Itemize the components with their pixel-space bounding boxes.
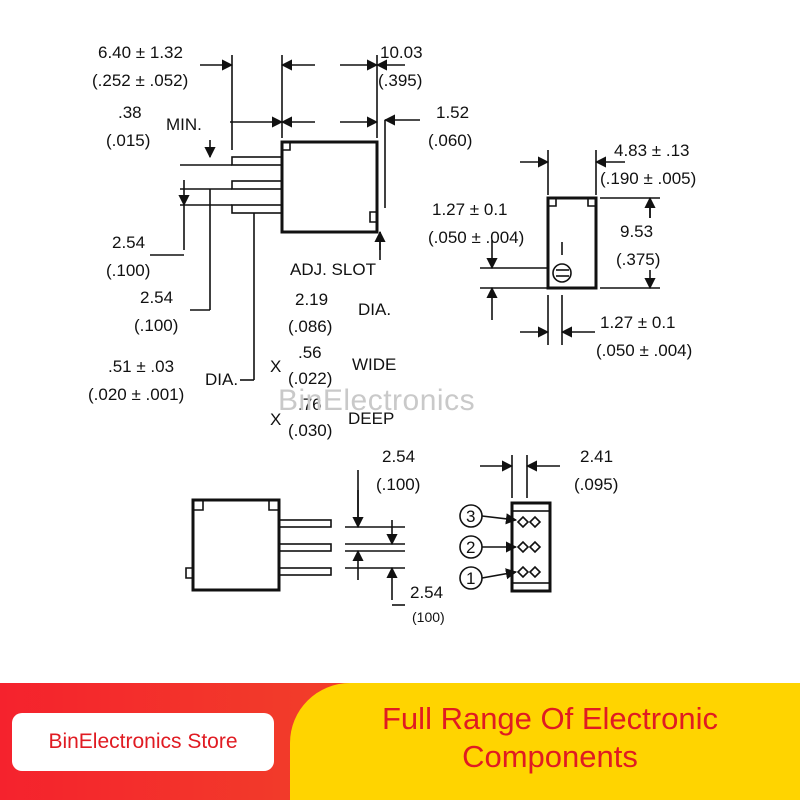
- dim-label: (100): [412, 609, 445, 625]
- dim-label: 1.27 ± 0.1: [600, 313, 676, 332]
- dim-label: (.395): [378, 71, 422, 90]
- component-body-end: [546, 196, 598, 290]
- dim-label: DIA.: [205, 370, 238, 389]
- pin-number: 2: [466, 538, 475, 557]
- pin-number: 1: [466, 569, 475, 588]
- component-body-side: [280, 140, 379, 234]
- dim-label: (.060): [428, 131, 472, 150]
- pin: [278, 567, 332, 576]
- dim-label: .38: [118, 103, 142, 122]
- dim-label: 9.53: [620, 222, 653, 241]
- pin: [231, 204, 283, 214]
- watermark: BinElectronics: [278, 384, 476, 417]
- footer-tagline: Full Range Of Electronic Components: [300, 700, 800, 776]
- dim-label: X: [270, 410, 281, 429]
- dim-label: 1.27 ± 0.1: [432, 200, 508, 219]
- dim-label: 2.54: [112, 233, 145, 252]
- pin: [278, 543, 332, 552]
- dim-label: (.252 ± .052): [92, 71, 188, 90]
- dim-label: (.375): [616, 250, 660, 269]
- dim-label: (.050 ± .004): [596, 341, 692, 360]
- dim-label: (.100): [106, 261, 150, 280]
- dim-label: .76: [298, 395, 322, 414]
- dim-label: 2.54: [410, 583, 443, 602]
- dim-label: 2.54: [140, 288, 173, 307]
- pin: [231, 156, 283, 166]
- dim-label: (.022): [288, 369, 332, 388]
- dim-label: 1.52: [436, 103, 469, 122]
- dim-label: X: [270, 357, 281, 376]
- dim-label: (.050 ± .004): [428, 228, 524, 247]
- pin: [231, 180, 283, 190]
- dim-label: (.030): [288, 421, 332, 440]
- dim-label: .56: [298, 343, 322, 362]
- dim-label: (.095): [574, 475, 618, 494]
- dim-label: ADJ. SLOT: [290, 260, 376, 279]
- dim-label: 2.41: [580, 447, 613, 466]
- dim-label: 4.83 ± .13: [614, 141, 690, 160]
- store-badge: BinElectronics Store: [12, 713, 274, 771]
- dim-label: DEEP: [348, 409, 394, 428]
- dim-label: WIDE: [352, 355, 396, 374]
- dim-label: 2.19: [295, 290, 328, 309]
- dim-label: (.020 ± .001): [88, 385, 184, 404]
- dim-label: 10.03: [380, 43, 423, 62]
- tagline-line-1: Full Range Of Electronic: [382, 701, 718, 736]
- dim-label: (.190 ± .005): [600, 169, 696, 188]
- store-name: BinElectronics Store: [48, 730, 238, 753]
- tagline-line-2: Components: [462, 739, 638, 774]
- footer-tagline-panel: [290, 683, 800, 800]
- dim-label: (.086): [288, 317, 332, 336]
- adjust-screw: [552, 263, 572, 283]
- pin: [278, 519, 332, 528]
- dim-label: 6.40 ± 1.32: [98, 43, 183, 62]
- dim-label: (.100): [376, 475, 420, 494]
- dim-label: 2.54: [382, 447, 415, 466]
- dim-label: (.100): [134, 316, 178, 335]
- dim-label: MIN.: [166, 115, 202, 134]
- dim-label: (.015): [106, 131, 150, 150]
- pin-number: 3: [466, 507, 475, 526]
- dim-label: DIA.: [358, 300, 391, 319]
- dim-label: .51 ± .03: [108, 357, 174, 376]
- component-body-bottom: [191, 498, 281, 592]
